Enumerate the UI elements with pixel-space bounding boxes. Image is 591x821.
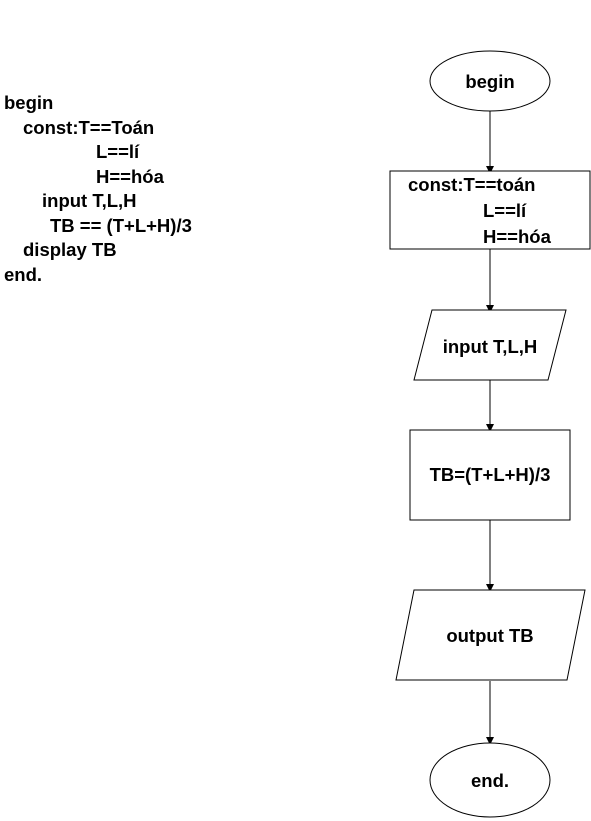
process-node: TB=(T+L+H)/3 [409, 429, 571, 521]
end-ellipse [429, 742, 551, 818]
output-label: output TB [446, 625, 533, 646]
const-label-line-1: const:T==toán [408, 174, 535, 195]
code-line-begin: begin [4, 92, 54, 113]
const-node: const:T==toán L==lí H==hóa [389, 170, 591, 250]
input-label: input T,L,H [443, 336, 538, 357]
output-parallelogram [395, 589, 586, 681]
end-label: end. [471, 770, 509, 791]
input-node: input T,L,H [413, 309, 567, 381]
code-line-const-h: H==hóa [96, 165, 164, 187]
start-ellipse [429, 50, 551, 112]
const-label-line-2: L==lí [483, 200, 527, 221]
start-node: begin [429, 50, 551, 112]
code-line-input: input T,L,H [42, 190, 137, 211]
process-label: TB=(T+L+H)/3 [430, 464, 551, 485]
process-rect [409, 429, 571, 521]
code-line-const: const:T==Toán [23, 116, 155, 138]
code-line-display: display TB [23, 239, 117, 260]
start-label: begin [465, 71, 514, 92]
input-parallelogram [413, 309, 567, 381]
code-line-const-l: L==lí [96, 141, 140, 162]
const-rect [389, 170, 591, 250]
const-label-line-3: H==hóa [483, 226, 552, 247]
end-node: end. [429, 742, 551, 818]
code-line-assign: TB == (T+L+H)/3 [50, 214, 192, 236]
pseudocode-block: begin const:T==Toán L==lí H==hóa input T… [4, 91, 192, 287]
code-line-end: end. [4, 263, 43, 285]
output-node: output TB [395, 589, 586, 681]
